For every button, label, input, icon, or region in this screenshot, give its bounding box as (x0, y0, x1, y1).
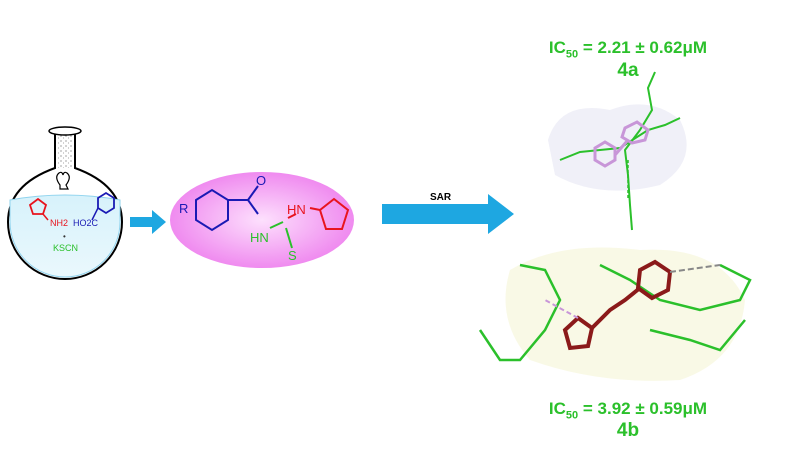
sar-label: SAR (430, 192, 452, 203)
nh-label-1: HN (250, 230, 269, 245)
docking-pose-4a (548, 71, 687, 231)
round-bottom-flask: NH2 HO2C • KSCN (6, 126, 124, 280)
ic50-value: = 2.21 ± 0.62μM (578, 38, 708, 57)
product-structure: R O HN HN S (170, 172, 354, 268)
plus-dot: • (63, 232, 66, 241)
ic50-prefix: IC (548, 38, 566, 57)
stir-bar-icon (56, 171, 70, 190)
ic50-prefix: IC (548, 399, 566, 418)
reagent-label: KSCN (53, 243, 78, 253)
ic50-4b: IC50 = 3.92 ± 0.59μM (508, 399, 748, 421)
ic50-4a: IC50 = 2.21 ± 0.62μM (508, 38, 748, 60)
amine-label: NH2 (50, 218, 68, 228)
ic50-value: = 3.92 ± 0.59μM (578, 399, 708, 418)
acid-label: HO2C (73, 218, 99, 228)
compound-4a-label: 4a (617, 60, 639, 81)
sar-arrow-icon (382, 194, 514, 234)
nh-label-2: HN (287, 202, 306, 217)
docking-pose-4b (478, 247, 752, 381)
sulfur-label: S (288, 248, 297, 263)
ic50-subscript: 50 (565, 48, 579, 61)
oxygen-label: O (256, 173, 266, 188)
r-group-label: R (179, 201, 188, 216)
ic50-subscript: 50 (565, 409, 579, 422)
compound-4b-label: 4b (616, 420, 640, 441)
arrow-right-icon (130, 210, 166, 234)
